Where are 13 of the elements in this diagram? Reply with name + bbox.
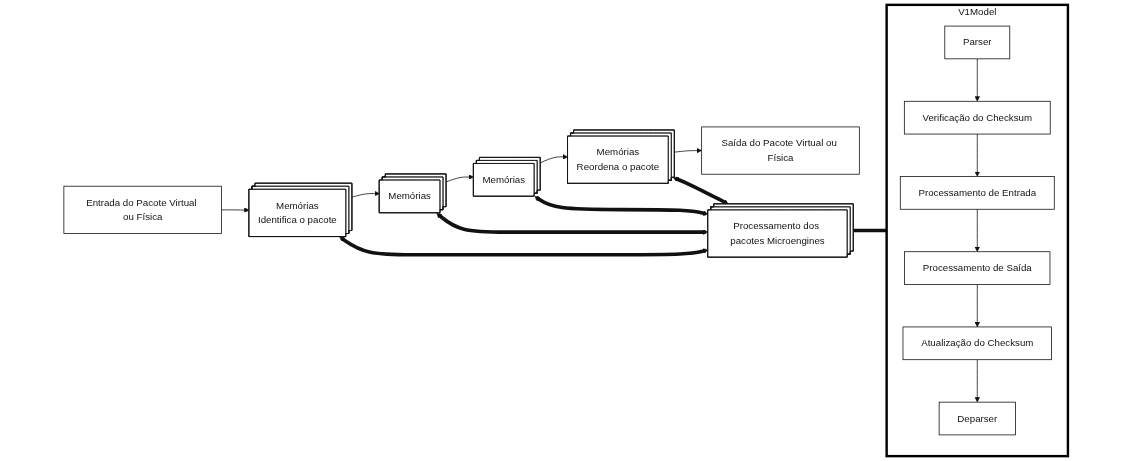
node-box: Verificação do Checksum: [904, 100, 1051, 135]
node-box: Deparser: [938, 401, 1016, 436]
node-box: Atualização do Checksum: [902, 326, 1053, 361]
arrow: [436, 212, 709, 235]
node-box: Processamento de Saída: [904, 251, 1051, 285]
node-box: Processamento de Entrada: [900, 176, 1055, 210]
connector: [853, 228, 887, 233]
arrow: [673, 176, 729, 205]
node-box: Entrada do Pacote Virtual ou Física: [63, 185, 223, 234]
arrow: [339, 236, 709, 257]
arrow: [534, 196, 709, 216]
node-box: Saída do Pacote Virtual ou Física: [701, 126, 860, 175]
node-box: Parser: [944, 25, 1011, 60]
